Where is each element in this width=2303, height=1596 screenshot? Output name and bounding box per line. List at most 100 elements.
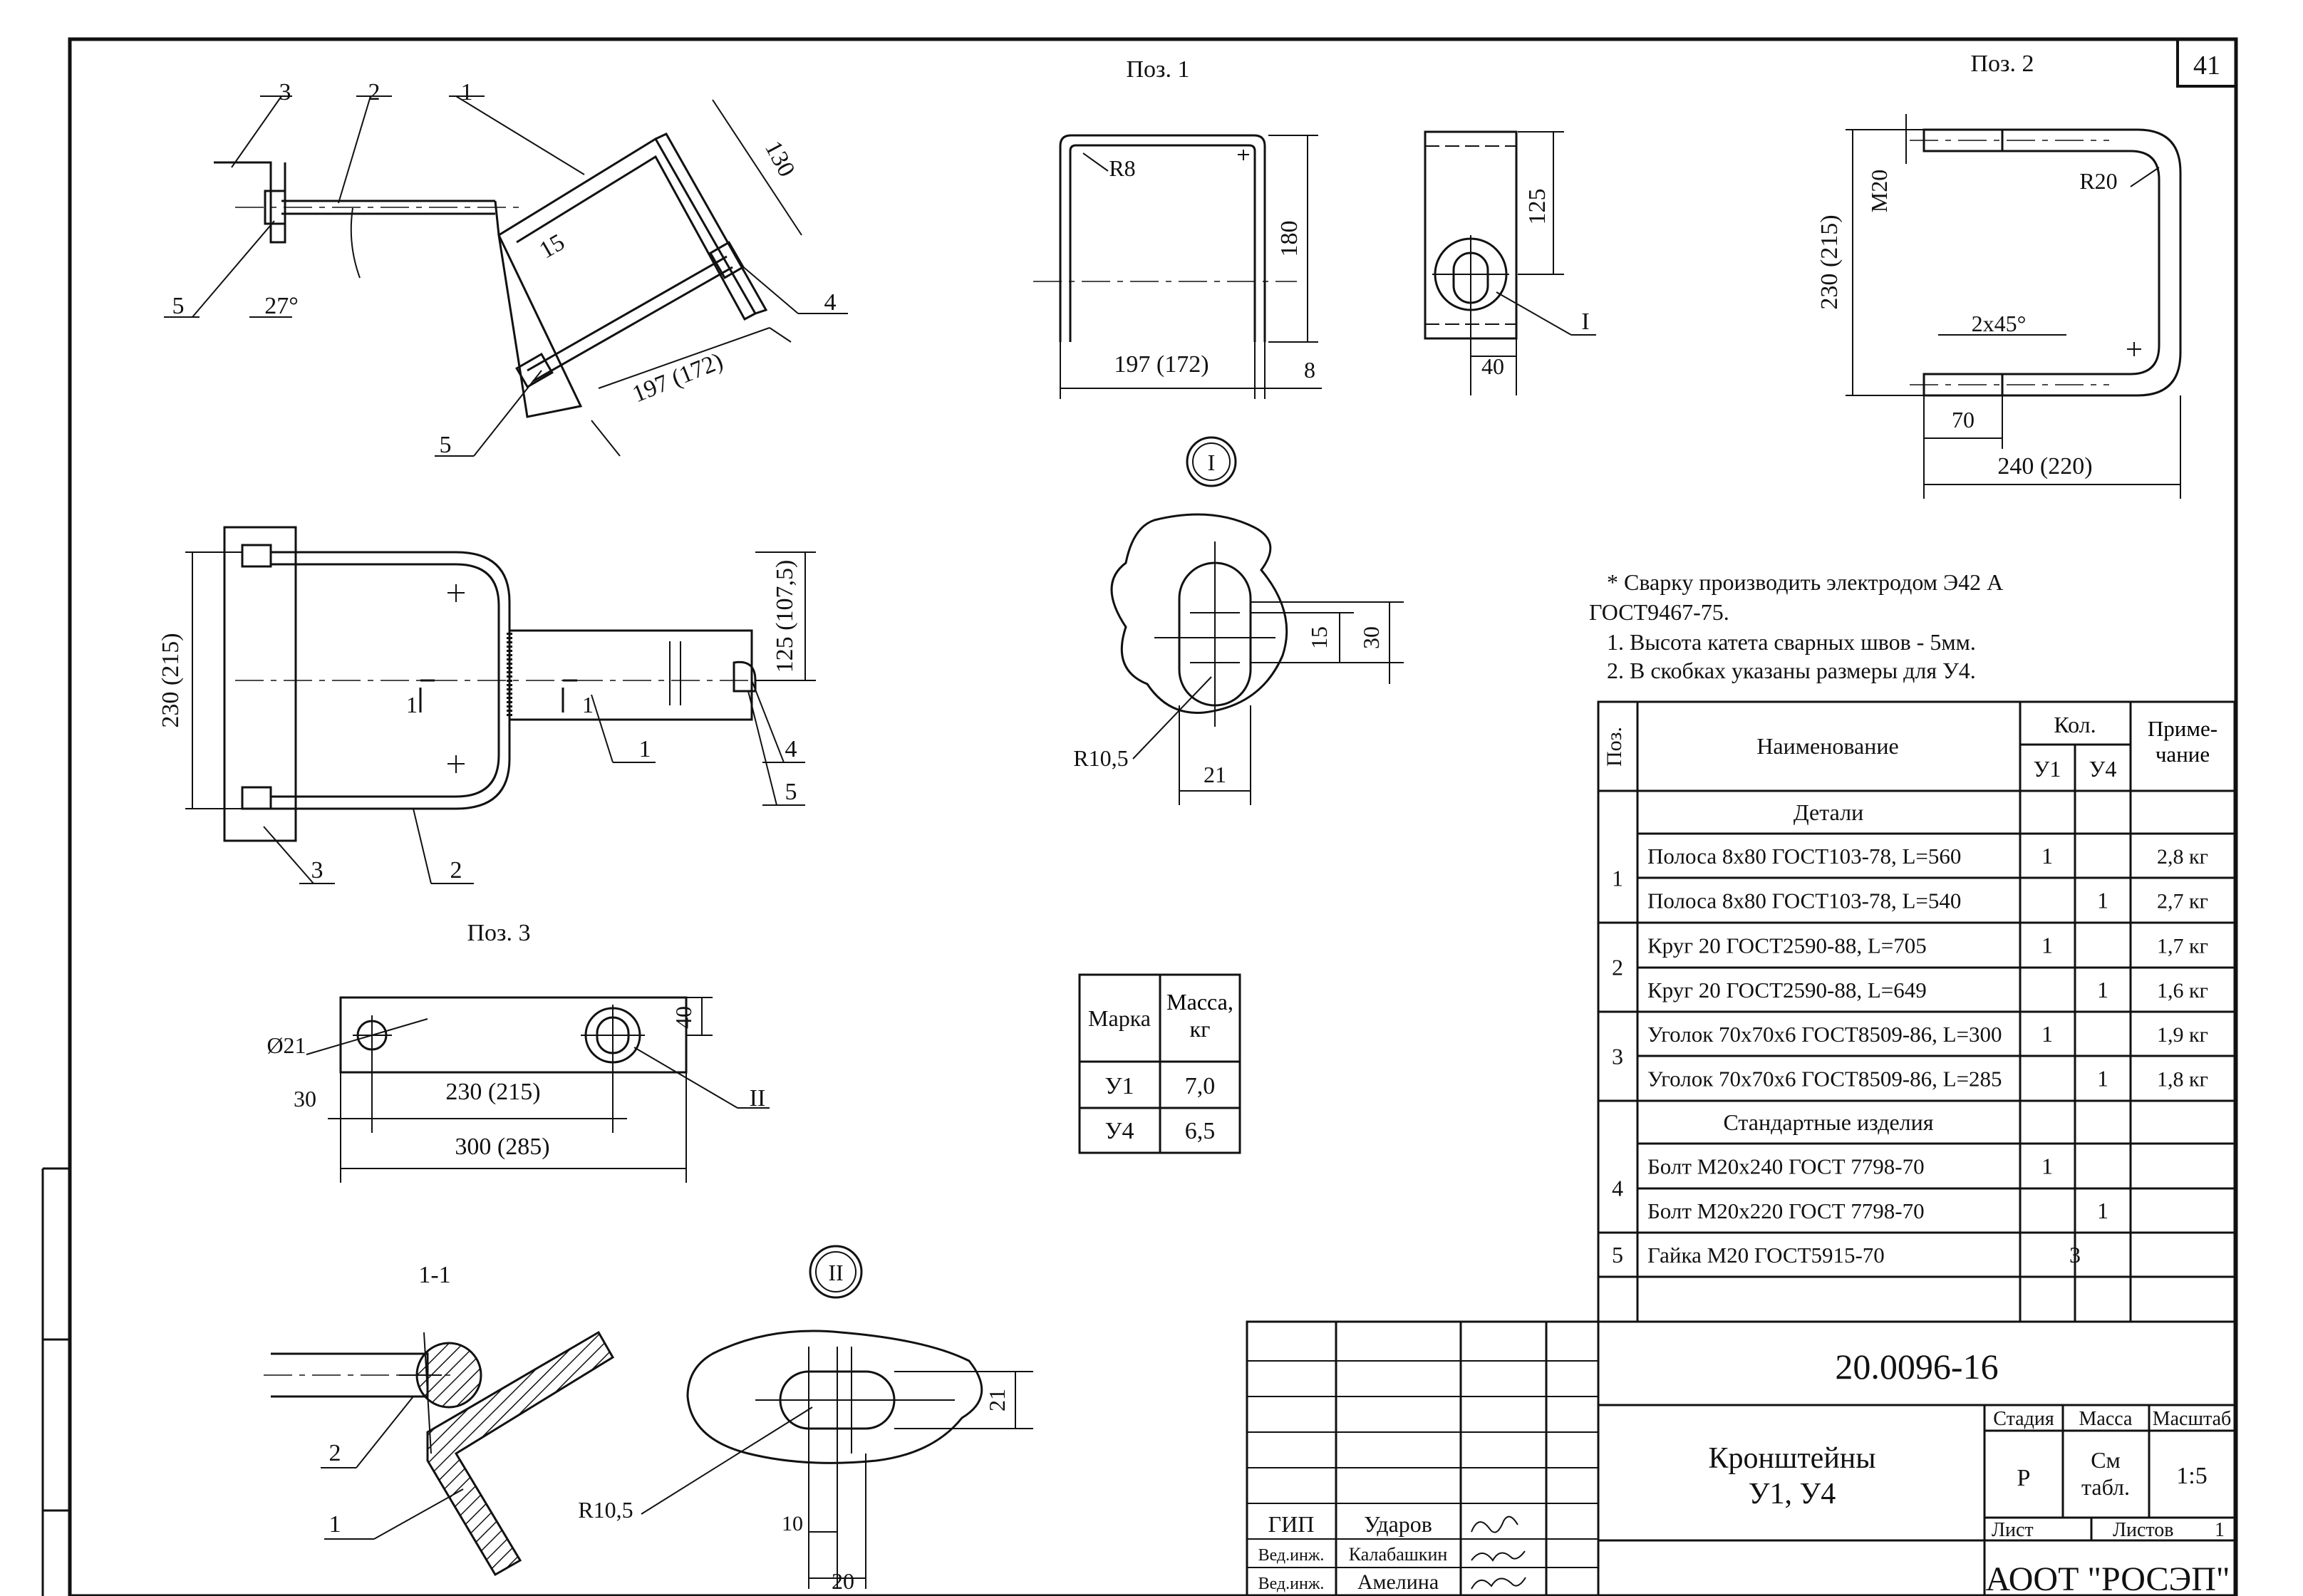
spec-row-pos: 4 bbox=[1612, 1176, 1623, 1201]
pos1-radius: R8 bbox=[1109, 155, 1135, 181]
spec-row-pos: 5 bbox=[1612, 1242, 1623, 1268]
spec-row-note: 2,7 кг bbox=[2157, 890, 2208, 913]
spec-header-note-wrap: Приме-чание bbox=[2148, 716, 2217, 767]
leader-label: 5 bbox=[172, 293, 185, 319]
pos3-dim-230: 230 (215) bbox=[445, 1079, 540, 1105]
spec-header-u1: У1 bbox=[2034, 756, 2061, 782]
dim-130: 130 bbox=[760, 137, 800, 181]
leader-label: 5 bbox=[785, 779, 797, 805]
spec-table bbox=[1597, 700, 2236, 1323]
plan-view bbox=[185, 526, 816, 884]
mass-header-mass: Масса, кг bbox=[1166, 989, 1233, 1042]
spec-row-name: Уголок 70х70х6 ГОСТ8509-86, L=285 bbox=[1647, 1067, 2002, 1092]
leader-label: 3 bbox=[311, 857, 324, 884]
signer-name: Калабашкин bbox=[1349, 1544, 1448, 1565]
spec-row-qty-u4: 1 bbox=[2097, 888, 2108, 913]
spec-row-name: Круг 20 ГОСТ2590-88, L=705 bbox=[1647, 933, 1927, 958]
spec-row-name: Уголок 70х70х6 ГОСТ8509-86, L=300 bbox=[1647, 1022, 2002, 1047]
spec-row-qty-u1: 3 bbox=[2069, 1242, 2081, 1268]
sheets-label: Листов bbox=[2113, 1519, 2174, 1541]
detail-I-dim-30: 30 bbox=[1358, 626, 1384, 649]
scale-value: 1:5 bbox=[2176, 1463, 2207, 1489]
pos1-dim-125: 125 bbox=[1524, 189, 1551, 225]
spec-row-name: Болт М20х240 ГОСТ 7798-70 bbox=[1647, 1154, 1925, 1179]
title-block bbox=[1246, 1320, 2236, 1596]
spec-row-name: Полоса 8х80 ГОСТ103-78, L=540 bbox=[1647, 888, 1961, 913]
signature-mark bbox=[1471, 1577, 1526, 1590]
leader-label: 4 bbox=[824, 289, 837, 316]
spec-header-pos: Поз. bbox=[1603, 727, 1626, 767]
cut-mark: 1 bbox=[582, 692, 594, 717]
pos2-radius: R20 bbox=[2079, 168, 2117, 194]
sheet-number-box bbox=[2176, 38, 2237, 88]
spec-row-qty-u1: 1 bbox=[2041, 1154, 2053, 1179]
pos2-thread: M20 bbox=[1866, 170, 1892, 212]
note-line: 2. В скобках указаны размеры для У4. bbox=[1607, 658, 1976, 683]
title-line2: У1, У4 bbox=[1749, 1478, 1836, 1510]
pos1-title: Поз. 1 bbox=[1127, 56, 1190, 83]
spec-row-qty-u4: 1 bbox=[2097, 977, 2108, 1002]
mass-value-2: табл. bbox=[2081, 1474, 2130, 1500]
spec-row-note: 1,9 кг bbox=[2157, 1023, 2208, 1047]
sheet-label: Лист bbox=[1992, 1519, 2034, 1541]
spec-row-pos: 3 bbox=[1612, 1044, 1623, 1069]
note-line: ГОСТ9467-75. bbox=[1589, 599, 1729, 625]
dim-15: 15 bbox=[535, 229, 569, 264]
spec-row-note: 1,6 кг bbox=[2157, 979, 2208, 1002]
spec-section-heading: Детали bbox=[1794, 799, 1863, 825]
angle-27: 27° bbox=[264, 293, 299, 319]
leader-label: 1 bbox=[639, 736, 651, 762]
title-line1: Кронштейны bbox=[1709, 1442, 1876, 1475]
spec-row-name: Полоса 8х80 ГОСТ103-78, L=560 bbox=[1647, 844, 1961, 869]
pos1-dim-180: 180 bbox=[1276, 221, 1303, 257]
dim-125: 125 (107,5) bbox=[772, 560, 798, 673]
spec-section-heading: Стандартные изделия bbox=[1724, 1109, 1934, 1135]
detail-II-dim-10: 10 bbox=[782, 1512, 803, 1535]
leader-label: 5 bbox=[440, 432, 452, 458]
spec-row-note: 1,7 кг bbox=[2157, 935, 2208, 958]
spec-row-qty-u4: 1 bbox=[2097, 1066, 2108, 1092]
stage-label: Стадия bbox=[1993, 1408, 2054, 1430]
doc-number: 20.0096-16 bbox=[1835, 1347, 1998, 1387]
pos2-title: Поз. 2 bbox=[1971, 51, 2034, 77]
mass-value-1: См bbox=[2091, 1447, 2121, 1473]
spec-row-pos: 2 bbox=[1612, 955, 1623, 980]
spec-row-note: 2,8 кг bbox=[2157, 845, 2208, 869]
section-view bbox=[264, 1330, 615, 1577]
detail-II-dim-21: 21 bbox=[984, 1389, 1010, 1411]
detail-I-radius: R10,5 bbox=[1073, 745, 1128, 771]
mass-table bbox=[1078, 973, 1241, 1154]
sheets-count: 1 bbox=[2215, 1519, 2225, 1541]
pos3-dim-30: 30 bbox=[294, 1086, 316, 1112]
mass-row-value: 6,5 bbox=[1185, 1118, 1216, 1144]
pos3-dim-300: 300 (285) bbox=[455, 1134, 549, 1160]
pos3-hole: Ø21 bbox=[266, 1032, 306, 1058]
spec-header-qty: Кол. bbox=[2054, 712, 2096, 737]
detail-II-radius: R10,5 bbox=[578, 1497, 633, 1523]
signature-mark bbox=[1471, 1550, 1526, 1562]
leader-label: 3 bbox=[279, 79, 291, 105]
pos1-dim-8: 8 bbox=[1304, 357, 1315, 383]
signer-role: Вед.инж. bbox=[1258, 1546, 1325, 1565]
spec-header-u4: У4 bbox=[2089, 756, 2117, 782]
detail-II-marker bbox=[809, 1245, 863, 1299]
spec-row-note: 1,8 кг bbox=[2157, 1068, 2208, 1092]
mass-row-mark: У1 bbox=[1104, 1073, 1134, 1099]
pos2-dim-70: 70 bbox=[1952, 407, 1975, 432]
section-leader: 1 bbox=[329, 1511, 341, 1538]
signer-role: ГИП bbox=[1268, 1511, 1315, 1537]
note-line: * Сварку производить электродом Э42 А bbox=[1607, 569, 2003, 595]
section-title: 1-1 bbox=[418, 1262, 450, 1288]
pos1-dim-40: 40 bbox=[1481, 353, 1504, 379]
mass-row-mark: У4 bbox=[1104, 1118, 1134, 1144]
sheet-frame bbox=[68, 37, 2238, 1596]
detail-II-dim-20: 20 bbox=[832, 1568, 854, 1594]
mass-header-mark: Марка bbox=[1088, 1005, 1151, 1031]
spec-row-name: Болт М20х220 ГОСТ 7798-70 bbox=[1647, 1198, 1925, 1223]
spec-row-qty-u1: 1 bbox=[2041, 933, 2053, 958]
detail-I-dim-15: 15 bbox=[1306, 626, 1332, 649]
spec-row-qty-u1: 1 bbox=[2041, 1021, 2053, 1047]
signer-name: Ударов bbox=[1364, 1511, 1432, 1537]
pos1-dim-197: 197 (172) bbox=[1114, 351, 1209, 378]
